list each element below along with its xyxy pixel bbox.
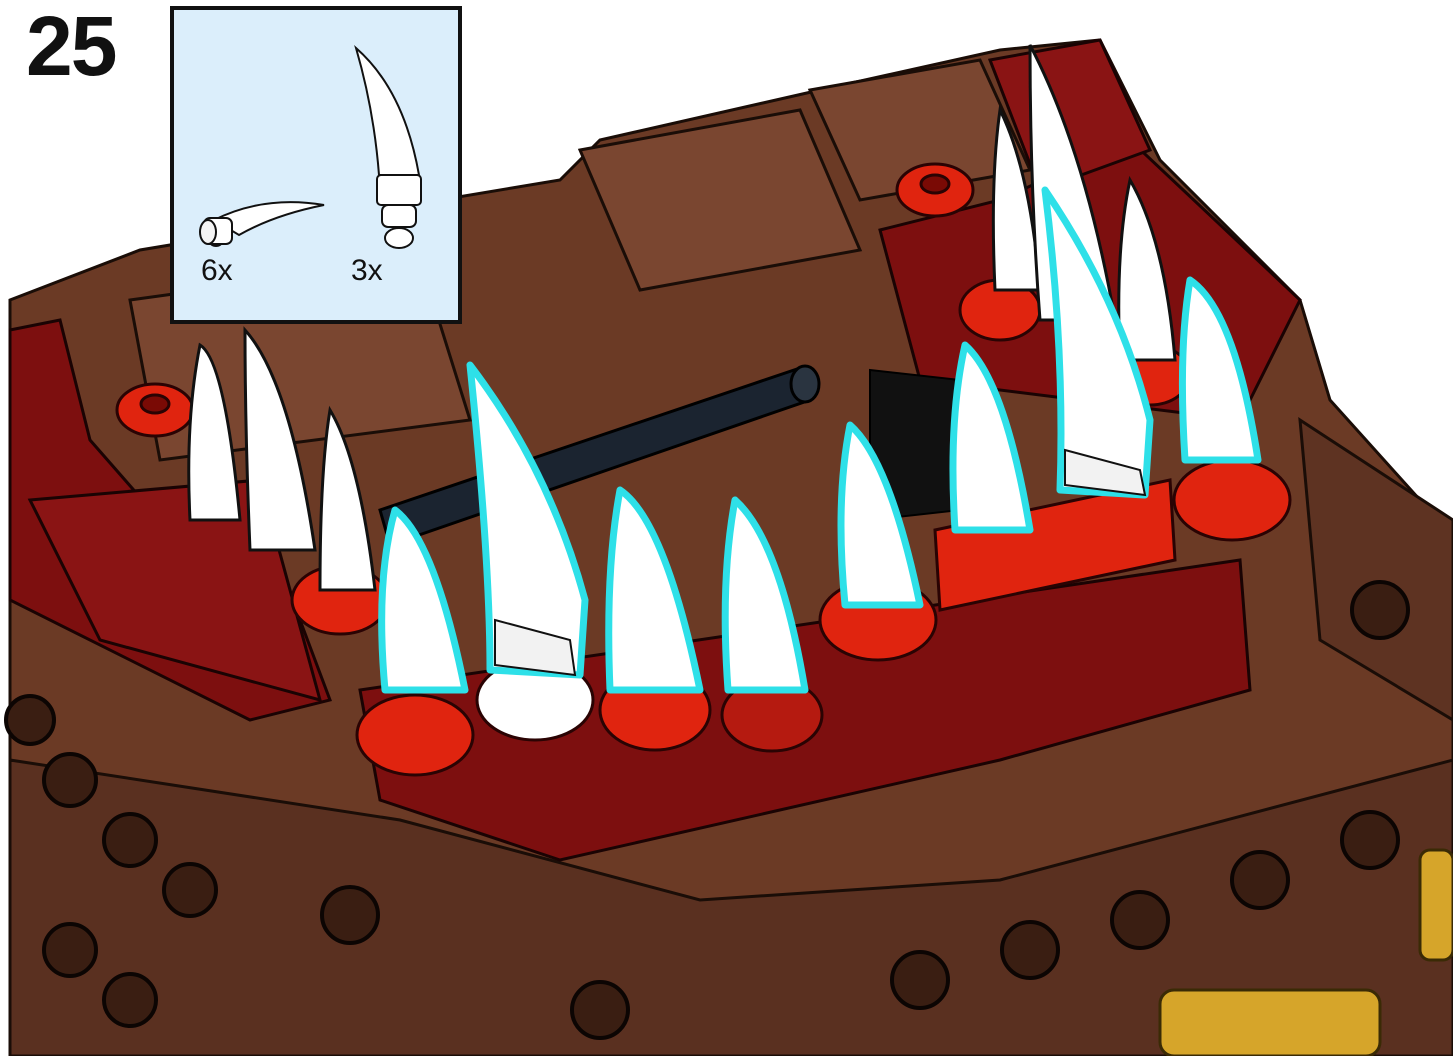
- quantity-label: 6x: [201, 254, 233, 288]
- horn-small-icon: [200, 202, 324, 246]
- step-number: 25: [26, 4, 115, 88]
- horn-large-icon: [356, 48, 421, 248]
- quantity-label: 3x: [351, 254, 383, 288]
- parts-callout: 6x 3x: [170, 6, 462, 324]
